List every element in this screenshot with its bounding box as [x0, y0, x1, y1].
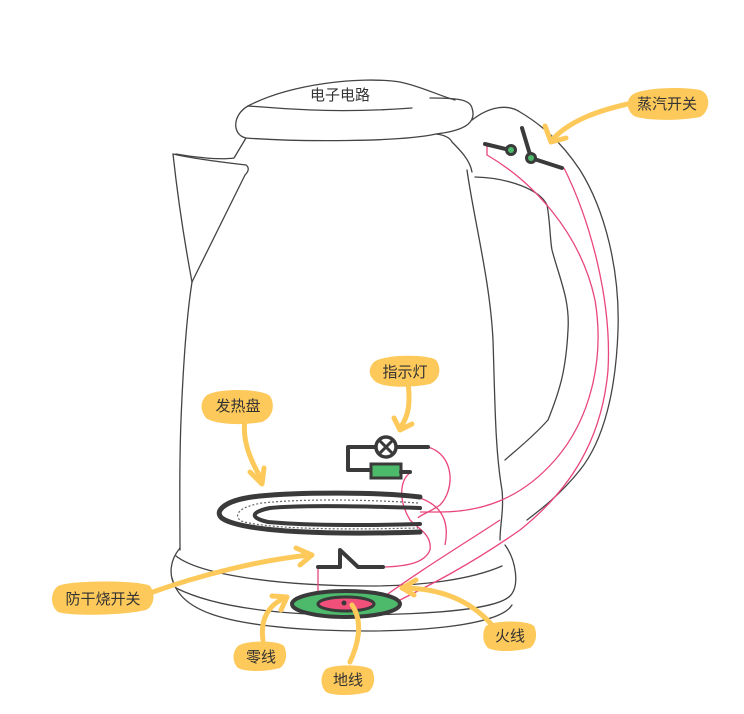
label-heating-plate: 发热盘	[201, 390, 273, 425]
switch-contact-right	[528, 155, 534, 161]
arrow-heating-plate	[241, 417, 265, 483]
svg-text:蒸汽开关: 蒸汽开关	[637, 95, 697, 113]
svg-text:发热盘: 发热盘	[215, 397, 260, 415]
label-steam-switch: 蒸汽开关	[627, 87, 709, 120]
arrow-steam-switch	[549, 100, 635, 143]
svg-text:指示灯: 指示灯	[382, 363, 427, 381]
lid-label: 电子电路	[310, 86, 370, 104]
label-indicator-light: 指示灯	[369, 355, 440, 387]
arrow-ground	[347, 602, 361, 665]
resistor-icon	[369, 462, 403, 480]
steam-switch	[483, 126, 564, 170]
label-dry-burn-switch: 防干烧开关	[52, 581, 154, 615]
label-ground-wire: 地线	[321, 665, 375, 695]
label-neutral-wire: 零线	[233, 641, 287, 671]
arrow-live	[399, 585, 495, 628]
svg-text:火线: 火线	[495, 627, 525, 645]
arrow-indicator	[397, 379, 412, 431]
heating-plate	[216, 490, 423, 536]
arrow-neutral	[259, 595, 288, 643]
switch-contact-left	[508, 147, 514, 153]
power-connector	[290, 589, 402, 619]
indicator-circuit	[346, 435, 430, 480]
dry-burn-switch-symbol	[316, 548, 385, 569]
label-live-wire: 火线	[483, 621, 537, 651]
label-arrows	[147, 100, 635, 665]
wires	[317, 146, 610, 605]
svg-text:零线: 零线	[246, 648, 276, 666]
svg-text:防干烧开关: 防干烧开关	[65, 590, 140, 608]
arrow-dry-burn	[147, 552, 313, 596]
svg-text:地线: 地线	[333, 671, 363, 689]
